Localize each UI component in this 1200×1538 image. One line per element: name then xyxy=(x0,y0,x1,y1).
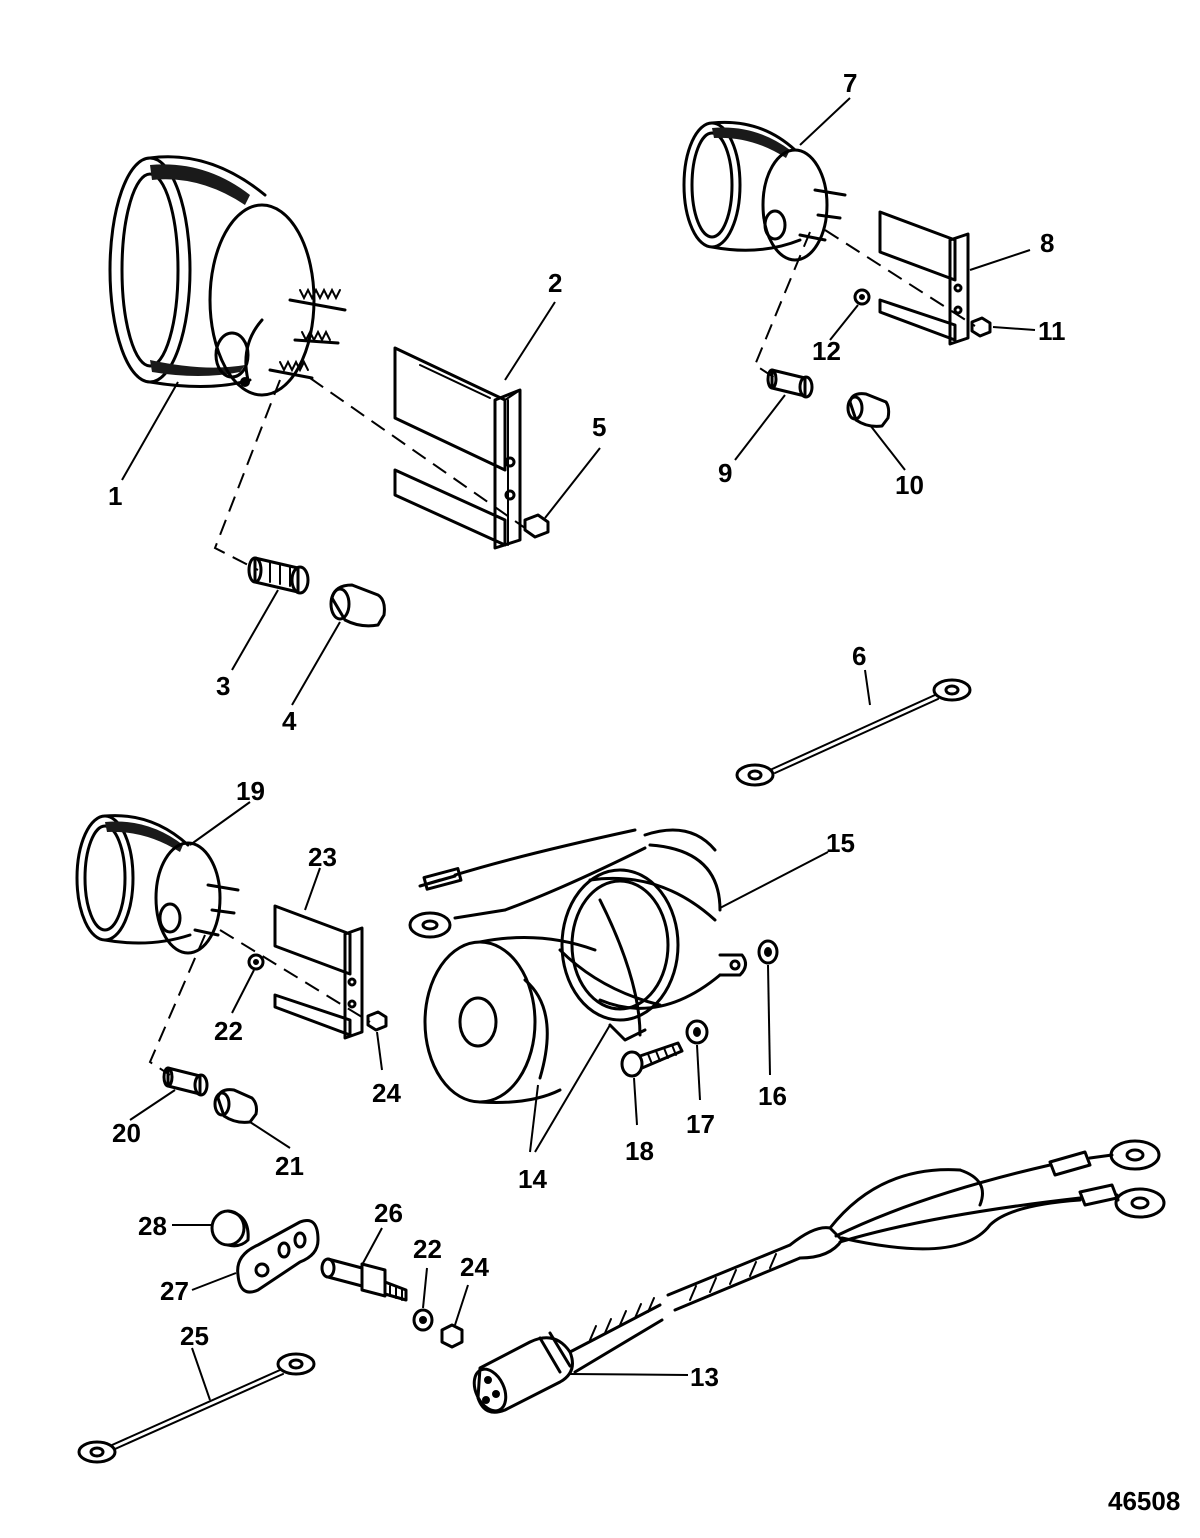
callout-24b: 24 xyxy=(460,1252,489,1282)
callout-4: 4 xyxy=(282,706,297,736)
gauge-medium-7 xyxy=(682,120,847,262)
callout-3: 3 xyxy=(216,671,230,701)
bulb-socket-3 xyxy=(247,556,310,595)
washer-17 xyxy=(685,1019,709,1045)
callout-23: 23 xyxy=(308,842,337,872)
callout-26: 26 xyxy=(374,1198,403,1228)
callout-14: 14 xyxy=(518,1164,547,1194)
callout-19: 19 xyxy=(236,776,265,806)
callout-7: 7 xyxy=(843,68,857,98)
bulb-socket-9 xyxy=(766,368,814,399)
callout-1: 1 xyxy=(108,481,122,511)
wiring-harness-13 xyxy=(472,1139,1166,1414)
callout-6: 6 xyxy=(852,641,866,671)
nut-24-b xyxy=(440,1323,464,1349)
callout-17: 17 xyxy=(686,1109,715,1139)
gauge-medium-19 xyxy=(75,814,240,955)
callout-16: 16 xyxy=(758,1081,787,1111)
callout-24a: 24 xyxy=(372,1078,401,1108)
callout-8: 8 xyxy=(1040,228,1054,258)
bracket-large xyxy=(393,346,522,550)
callout-22b: 22 xyxy=(413,1234,442,1264)
knob-4 xyxy=(329,583,386,628)
callout-9: 9 xyxy=(718,458,732,488)
callout-12: 12 xyxy=(812,336,841,366)
callout-13: 13 xyxy=(690,1362,719,1392)
callout-15: 15 xyxy=(826,828,855,858)
callout-10: 10 xyxy=(895,470,924,500)
callout-5: 5 xyxy=(592,412,606,442)
leader-lines xyxy=(121,97,1036,1401)
knob-21 xyxy=(213,1088,258,1124)
mounting-plate-27 xyxy=(236,1219,320,1294)
callout-20: 20 xyxy=(112,1118,141,1148)
bracket-8 xyxy=(878,210,970,346)
nut-5 xyxy=(523,513,550,539)
grommet-28 xyxy=(210,1209,250,1248)
screw-18 xyxy=(620,1041,684,1078)
nut-11 xyxy=(970,316,992,338)
washer-22-b xyxy=(412,1308,434,1332)
ground-strap-6 xyxy=(735,678,972,787)
gauge-large xyxy=(108,155,347,397)
callout-11: 11 xyxy=(1038,316,1066,346)
bracket-23 xyxy=(273,904,364,1040)
nut-24 xyxy=(366,1010,388,1032)
washer-16 xyxy=(757,939,779,965)
sender-26 xyxy=(320,1257,408,1302)
ground-strap-25 xyxy=(77,1352,316,1464)
pitot-pickup-assembly xyxy=(408,828,747,1104)
callout-21: 21 xyxy=(275,1151,304,1181)
figure-number: 46508 xyxy=(1108,1486,1180,1516)
bulb-socket-20 xyxy=(162,1066,209,1097)
knob-10 xyxy=(846,392,891,428)
callout-25: 25 xyxy=(180,1321,209,1351)
callout-27: 27 xyxy=(160,1276,189,1306)
callout-2: 2 xyxy=(548,268,562,298)
washer-22 xyxy=(247,953,265,971)
callout-labels: 1 2 3 4 5 6 7 8 9 10 11 12 13 14 15 16 1… xyxy=(108,68,1066,1392)
callout-28: 28 xyxy=(138,1211,167,1241)
washer-12 xyxy=(853,288,871,306)
callout-22a: 22 xyxy=(214,1016,243,1046)
callout-18: 18 xyxy=(625,1136,654,1166)
